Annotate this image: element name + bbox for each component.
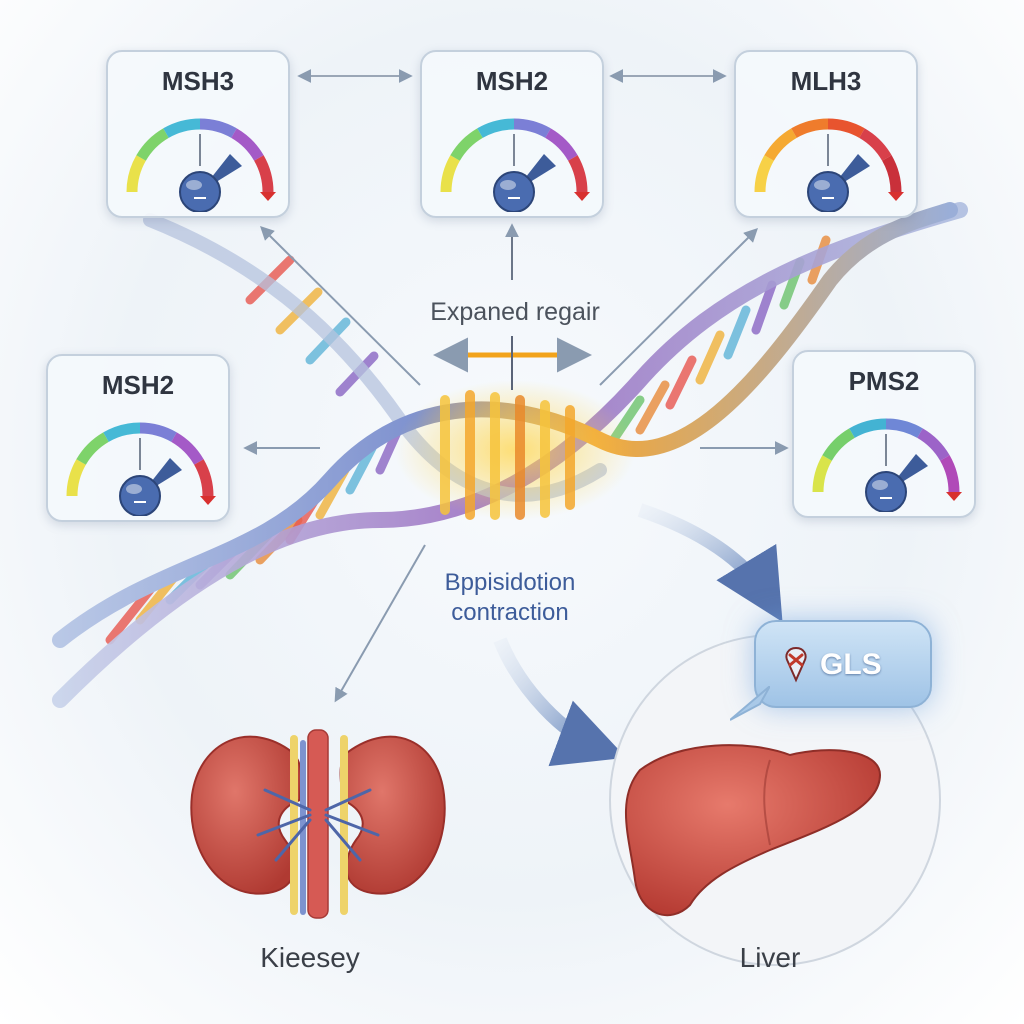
gauge-dial bbox=[126, 118, 276, 212]
gauge-card-mlh3: MLH3 bbox=[734, 50, 918, 218]
gauge-knob-icon bbox=[179, 171, 221, 212]
gauge-pointer-icon bbox=[888, 192, 904, 201]
gauge-arc-segment bbox=[450, 128, 483, 161]
liver-illustration bbox=[609, 634, 941, 966]
gls-callout: GLS bbox=[730, 620, 932, 721]
gauge-arc-segment bbox=[440, 155, 460, 193]
base-pair-rung bbox=[635, 380, 670, 435]
gauge-knob-icon bbox=[493, 171, 535, 212]
gauge-arc-segment bbox=[126, 155, 146, 193]
gauge-dial bbox=[440, 118, 590, 212]
gauge-arc-segment bbox=[163, 118, 201, 138]
gauge-arc-segment bbox=[199, 118, 237, 138]
gauge-arc-segment bbox=[849, 418, 887, 438]
gauge-arc-segment bbox=[940, 455, 960, 493]
gauge-knob-icon bbox=[119, 475, 161, 516]
gauge-knob-icon bbox=[807, 171, 849, 212]
base-pair-rung bbox=[345, 443, 377, 495]
gauge-arc-segment bbox=[194, 459, 214, 497]
gauge-arc-segment bbox=[171, 432, 204, 465]
gauge-arc-segment bbox=[76, 432, 109, 465]
gauge-arc-segment bbox=[822, 428, 855, 461]
base-pair-rung bbox=[723, 305, 751, 360]
gauge-arc-segment bbox=[66, 459, 86, 497]
base-pair-rung bbox=[695, 330, 725, 385]
gauge-title: MSH2 bbox=[475, 66, 549, 96]
dna-helix bbox=[52, 202, 968, 708]
gauge-card-msh2-left: MSH2 bbox=[46, 354, 230, 522]
gauge-title: PMS2 bbox=[848, 366, 920, 396]
expansion-region bbox=[440, 390, 575, 520]
gauge-pointer-icon bbox=[574, 192, 590, 201]
gauge-knob-icon bbox=[865, 471, 907, 512]
contraction-label-line1: Bppisidotion bbox=[444, 569, 576, 596]
gauge-pointer-icon bbox=[946, 492, 962, 501]
gauge-knob-shine bbox=[814, 180, 830, 190]
gauge-arc-segment bbox=[103, 422, 141, 442]
renal-vessels bbox=[256, 788, 380, 862]
gauge-arc-segment bbox=[791, 118, 829, 138]
connector-arrows bbox=[243, 69, 789, 703]
expanded-repair-label: Expaned regair bbox=[430, 298, 600, 326]
gauge-arc-segment bbox=[812, 455, 832, 493]
callout-tail bbox=[730, 686, 770, 721]
gauge-knob-shine bbox=[126, 484, 142, 494]
gauge-knob-shine bbox=[872, 480, 888, 490]
liver-label: Liver bbox=[739, 942, 801, 973]
liver-shape bbox=[624, 744, 882, 917]
base-pair-rung bbox=[751, 280, 777, 335]
gauge-arc-segment bbox=[764, 128, 797, 161]
gauge-arc-segment bbox=[136, 128, 169, 161]
gauge-arc-segment bbox=[513, 118, 551, 138]
gauge-knob-shine bbox=[186, 180, 202, 190]
kidney-right bbox=[339, 735, 446, 895]
gauge-dial bbox=[812, 418, 962, 512]
gauge-pointer-icon bbox=[200, 496, 216, 505]
gauge-arc-segment bbox=[859, 128, 892, 161]
contraction-label: Bppisidotion contraction bbox=[400, 568, 620, 628]
gauge-title: MLH3 bbox=[790, 66, 862, 96]
gauge-card-pms2: PMS2 bbox=[792, 350, 976, 518]
flow-arrows bbox=[493, 503, 783, 767]
base-pair-rung bbox=[105, 585, 155, 645]
gauge-arc-segment bbox=[882, 155, 902, 193]
gauge-arc-segment bbox=[139, 422, 177, 442]
kidney-label: Kieesey bbox=[260, 942, 360, 973]
gauge-arc-segment bbox=[754, 155, 774, 193]
gauge-dial bbox=[754, 118, 904, 212]
gauge-title: MSH2 bbox=[101, 370, 175, 400]
gauge-card-msh3: MSH3 bbox=[106, 50, 290, 218]
ureter-left bbox=[290, 735, 298, 915]
gauge-card-msh2-top: MSH2 bbox=[420, 50, 604, 218]
gauge-arc-segment bbox=[254, 155, 274, 193]
ureter-right bbox=[340, 735, 348, 915]
gauge-arc-segment bbox=[827, 118, 865, 138]
gauge-arc-segment bbox=[885, 418, 923, 438]
contraction-label-line2: contraction bbox=[451, 599, 569, 626]
aorta bbox=[307, 729, 329, 919]
kidney-illustration bbox=[190, 729, 446, 919]
gauge-pointer-icon bbox=[260, 192, 276, 201]
gauge-arc-segment bbox=[477, 118, 515, 138]
gauge-arc-segment bbox=[917, 428, 950, 461]
gauge-knob-shine bbox=[500, 180, 516, 190]
gauge-arc-segment bbox=[231, 128, 264, 161]
gls-callout-label: GLS bbox=[820, 648, 882, 681]
gauge-arc-segment bbox=[545, 128, 578, 161]
kidney-left bbox=[190, 735, 302, 895]
gauge-arc-segment bbox=[568, 155, 588, 193]
base-pair-rung bbox=[665, 355, 697, 410]
liver-lobe-line bbox=[763, 759, 771, 846]
gauge-dial bbox=[66, 422, 216, 516]
gauge-title: MSH3 bbox=[161, 66, 235, 96]
dna-marker-icon bbox=[785, 646, 807, 683]
